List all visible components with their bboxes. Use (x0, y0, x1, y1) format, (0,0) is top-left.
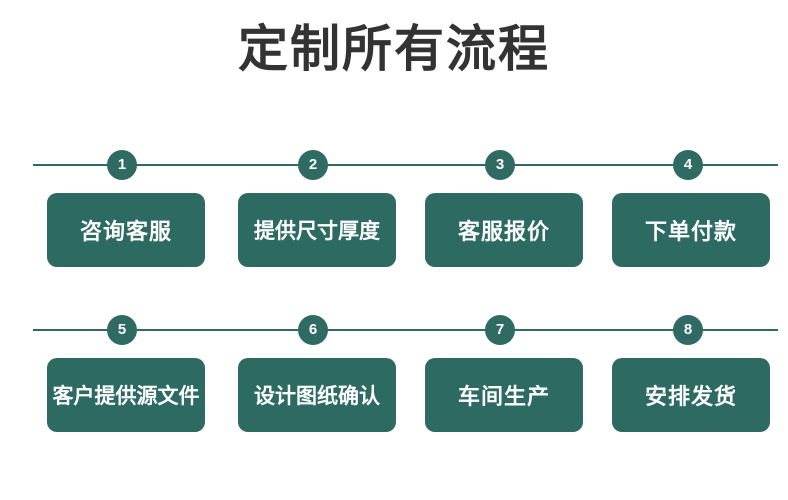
step-card-4[interactable]: 下单付款 (612, 193, 770, 267)
step-card-3[interactable]: 客服报价 (425, 193, 583, 267)
step-card-5[interactable]: 客户提供源文件 (47, 358, 205, 432)
page-title: 定制所有流程 (238, 21, 550, 77)
timeline-rail-row-2 (33, 329, 778, 331)
step-card-6[interactable]: 设计图纸确认 (238, 358, 396, 432)
step-badge-5[interactable]: 5 (107, 315, 137, 345)
step-card-1[interactable]: 咨询客服 (47, 193, 205, 267)
step-badge-4[interactable]: 4 (673, 150, 703, 180)
step-cards-row-1: 咨询客服 提供尺寸厚度 客服报价 下单付款 (0, 193, 788, 269)
step-badge-1[interactable]: 1 (107, 150, 137, 180)
step-badge-3[interactable]: 3 (485, 150, 515, 180)
step-card-2[interactable]: 提供尺寸厚度 (238, 193, 396, 267)
step-badges-row-2: 5 6 7 8 (0, 310, 788, 352)
step-badge-8[interactable]: 8 (673, 315, 703, 345)
timeline-rail-row-1 (33, 164, 778, 166)
step-card-7[interactable]: 车间生产 (425, 358, 583, 432)
step-badge-6[interactable]: 6 (298, 315, 328, 345)
step-badges-row-1: 1 2 3 4 (0, 145, 788, 187)
step-card-8[interactable]: 安排发货 (612, 358, 770, 432)
step-badge-2[interactable]: 2 (298, 150, 328, 180)
step-badge-7[interactable]: 7 (485, 315, 515, 345)
step-cards-row-2: 客户提供源文件 设计图纸确认 车间生产 安排发货 (0, 358, 788, 434)
